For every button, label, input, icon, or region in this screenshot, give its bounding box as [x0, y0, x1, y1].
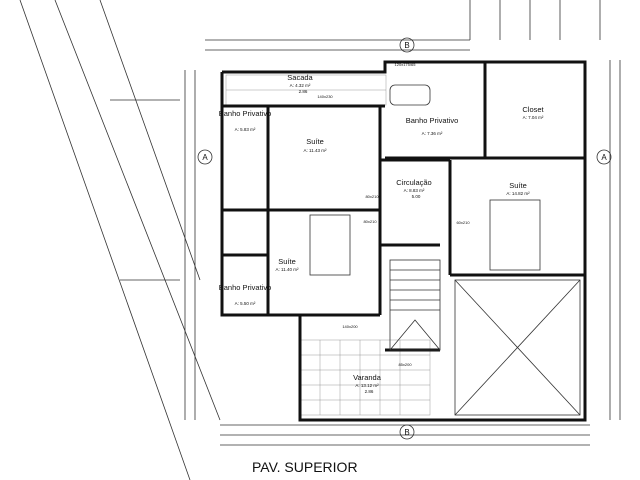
svg-text:Sacada: Sacada: [287, 73, 313, 82]
svg-text:A: 11.40 m²: A: 11.40 m²: [276, 267, 299, 272]
svg-text:Closet: Closet: [522, 105, 544, 114]
svg-text:A: 8.83 m²: A: 8.83 m²: [404, 188, 425, 193]
opening-label: 85x200: [398, 362, 412, 367]
svg-text:B: B: [404, 41, 409, 50]
svg-text:2.86: 2.86: [365, 389, 374, 394]
svg-text:A: 14.82 m²: A: 14.82 m²: [506, 191, 530, 196]
opening-label: 80x210: [365, 194, 379, 199]
svg-text:A: 5.50 m²: A: 5.50 m²: [235, 301, 256, 306]
opening-label: 140x230: [317, 94, 333, 99]
svg-text:Suíte: Suíte: [278, 257, 296, 266]
opening-label: 60x210: [456, 220, 470, 225]
room-varanda: Varanda A: 13.12 m² 2.86: [353, 373, 382, 394]
room-suite-3: Suíte A: 11.40 m²: [276, 257, 299, 272]
opening-label: 120x175/65: [395, 62, 417, 67]
svg-text:A: 5.83 m²: A: 5.83 m²: [235, 127, 256, 132]
section-marker-b-bottom: B: [399, 424, 415, 440]
room-suite-2: Suíte A: 14.82 m²: [506, 181, 530, 196]
svg-text:A: 7.36 m²: A: 7.36 m²: [422, 131, 443, 136]
svg-text:Varanda: Varanda: [353, 373, 382, 382]
room-suite-1: Suíte A: 11.43 m²: [304, 137, 327, 153]
section-marker-a-right: A: [596, 149, 612, 165]
svg-text:A: 11.43 m²: A: 11.43 m²: [304, 148, 327, 153]
room-circulacao: Circulação A: 8.83 m² 5.00: [396, 178, 431, 199]
svg-text:A: A: [202, 153, 208, 162]
bathtub-icon: [389, 84, 431, 106]
svg-text:A: A: [601, 153, 607, 162]
section-marker-a-left: A: [197, 149, 213, 165]
svg-text:Banho Privativo: Banho Privativo: [406, 116, 459, 125]
svg-text:A: 13.12 m²: A: 13.12 m²: [355, 383, 379, 388]
svg-text:2.86: 2.86: [299, 89, 308, 94]
svg-text:Suíte: Suíte: [306, 137, 324, 146]
svg-text:Circulação: Circulação: [396, 178, 431, 187]
svg-text:A: 4.32 m²: A: 4.32 m²: [290, 83, 311, 88]
dimension-lines: [184, 39, 621, 446]
svg-text:5.00: 5.00: [412, 194, 421, 199]
plan-title: PAV. SUPERIOR: [252, 459, 358, 475]
room-closet: Closet A: 7.04 m²: [522, 105, 544, 120]
bed-icon: [309, 199, 541, 276]
section-marker-b-top: B: [399, 37, 415, 53]
svg-text:Suíte: Suíte: [509, 181, 527, 190]
room-sacada: Sacada A: 4.32 m² 2.86: [287, 73, 313, 94]
site-lines: [19, 0, 601, 480]
svg-text:A: 7.04 m²: A: 7.04 m²: [523, 115, 544, 120]
opening-label: 140x200: [342, 324, 358, 329]
svg-text:Banho Privativo: Banho Privativo: [219, 109, 272, 118]
svg-text:Banho Privativo: Banho Privativo: [219, 283, 272, 292]
staircase: [389, 259, 441, 351]
opening-label: 80x210: [363, 219, 377, 224]
double-height-void: [454, 279, 581, 416]
room-banho-privativo-1: Banho Privativo A: 5.83 m²: [219, 109, 272, 132]
room-banho-privativo-3: Banho Privativo A: 5.50 m²: [219, 283, 272, 306]
room-banho-privativo-2: Banho Privativo A: 7.36 m²: [406, 116, 459, 136]
svg-text:B: B: [404, 428, 409, 437]
